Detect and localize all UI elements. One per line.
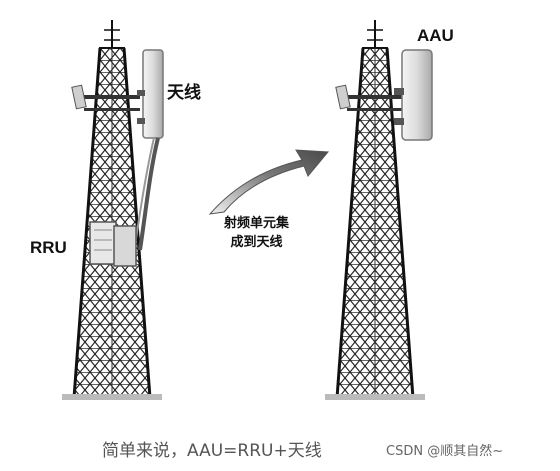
rru-label: RRU	[30, 238, 67, 257]
caption: 简单来说，AAU=RRU+天线	[102, 441, 322, 461]
transition-label: 射频单元集 成到天线	[224, 214, 289, 252]
antenna-panel	[137, 49, 164, 139]
aau-panel	[394, 49, 433, 141]
aau-label: AAU	[417, 26, 454, 45]
transition-arrow	[208, 149, 330, 215]
rru-units	[89, 221, 137, 267]
watermark: CSDN @顺其自然~	[386, 444, 504, 459]
transition-label-line2: 成到天线	[230, 235, 283, 250]
feeder-cables	[133, 137, 160, 253]
right-tower	[325, 20, 425, 400]
antenna-label: 天线	[167, 83, 201, 103]
transition-label-line1: 射频单元集	[224, 216, 290, 231]
